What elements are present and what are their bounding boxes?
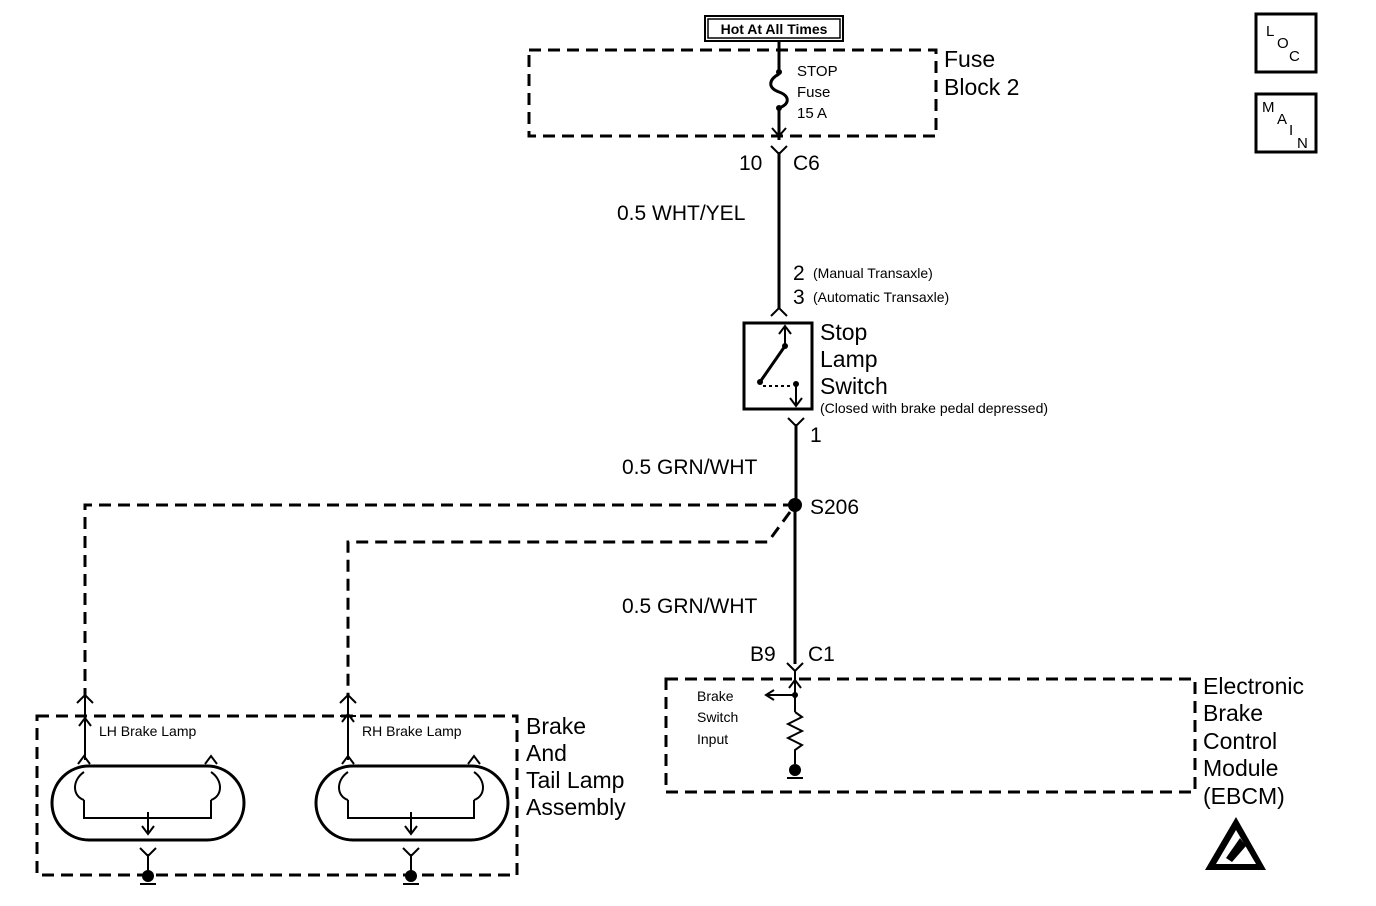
ebcm-name-5: (EBCM) [1203, 783, 1285, 809]
lamp-assembly-name-2: And [526, 740, 567, 766]
connector-c1-name: C1 [808, 643, 835, 666]
wire-to-lh-lamp [83, 503, 795, 695]
ebcm-name-2: Brake [1203, 700, 1263, 726]
lamp-assembly-name-3: Tail Lamp [526, 767, 624, 793]
switch-pin-1: 1 [810, 424, 822, 447]
connector-c6-pin: 10 [739, 152, 762, 175]
main-icon-i: I [1289, 122, 1293, 139]
fuse-label-2: Fuse [797, 84, 830, 101]
fuse-block-outline [527, 48, 938, 138]
lamp-assembly-outline [35, 714, 519, 877]
lh-brake-lamp-label: LH Brake Lamp [99, 723, 196, 739]
fuse-block-name-1: Fuse [944, 46, 995, 72]
rh-brake-lamp-label: RH Brake Lamp [362, 723, 462, 739]
fuse-label-1: STOP [797, 63, 838, 80]
stop-lamp-switch-symbol [742, 321, 814, 411]
lh-brake-lamp-symbol [50, 693, 246, 885]
hot-at-all-times-box: Hot At All Times [704, 15, 844, 42]
switch-pin-2-note: (Manual Transaxle) [813, 265, 933, 281]
lamp-assembly-name-4: Assembly [526, 794, 626, 820]
switch-pin-3-note: (Automatic Transaxle) [813, 289, 949, 305]
main-icon-m: M [1262, 99, 1275, 116]
main-icon-n: N [1297, 135, 1308, 152]
splice-label: S206 [810, 496, 859, 519]
esd-warning-icon [1205, 817, 1266, 870]
main-icon-a: A [1277, 111, 1287, 128]
loc-icon[interactable]: L O C [1254, 12, 1318, 74]
ebcm-input-label-2: Switch [697, 709, 738, 725]
connector-c1-symbol [786, 662, 804, 673]
ebcm-input-symbol [764, 671, 805, 779]
main-icon[interactable]: M A I N [1254, 92, 1318, 154]
wire-wht-yel-label: 0.5 WHT/YEL [617, 202, 745, 225]
fuse-label-3: 15 A [797, 105, 827, 122]
connector-c1-pin: B9 [750, 643, 776, 666]
wire-grn-wht-2-label: 0.5 GRN/WHT [622, 595, 758, 618]
switch-name-1: Stop [820, 319, 867, 345]
power-label: Hot At All Times [721, 21, 828, 37]
ebcm-name-4: Module [1203, 755, 1278, 781]
rh-brake-lamp-symbol [314, 693, 510, 885]
wire-grn-wht-1-label: 0.5 GRN/WHT [622, 456, 758, 479]
connector-c6-name: C6 [793, 152, 820, 175]
ebcm-input-label-3: Input [697, 731, 728, 747]
switch-name-2: Lamp [820, 346, 878, 372]
stop-fuse-symbol [769, 41, 789, 140]
loc-icon-c: C [1289, 48, 1300, 65]
ebcm-name-3: Control [1203, 728, 1277, 754]
switch-name-3: Switch [820, 373, 888, 399]
switch-pin-3: 3 [793, 286, 805, 309]
switch-note: (Closed with brake pedal depressed) [820, 400, 1048, 416]
ebcm-outline [664, 677, 1197, 794]
loc-icon-o: O [1277, 35, 1289, 52]
lamp-assembly-name-1: Brake [526, 713, 586, 739]
switch-input-connector [770, 306, 788, 317]
fuse-block-name-2: Block 2 [944, 74, 1019, 100]
wire-to-rh-lamp [346, 511, 792, 695]
switch-pin-2: 2 [793, 262, 805, 285]
loc-icon-l: L [1266, 23, 1274, 40]
ebcm-input-label-1: Brake [697, 688, 734, 704]
ebcm-name-1: Electronic [1203, 673, 1304, 699]
